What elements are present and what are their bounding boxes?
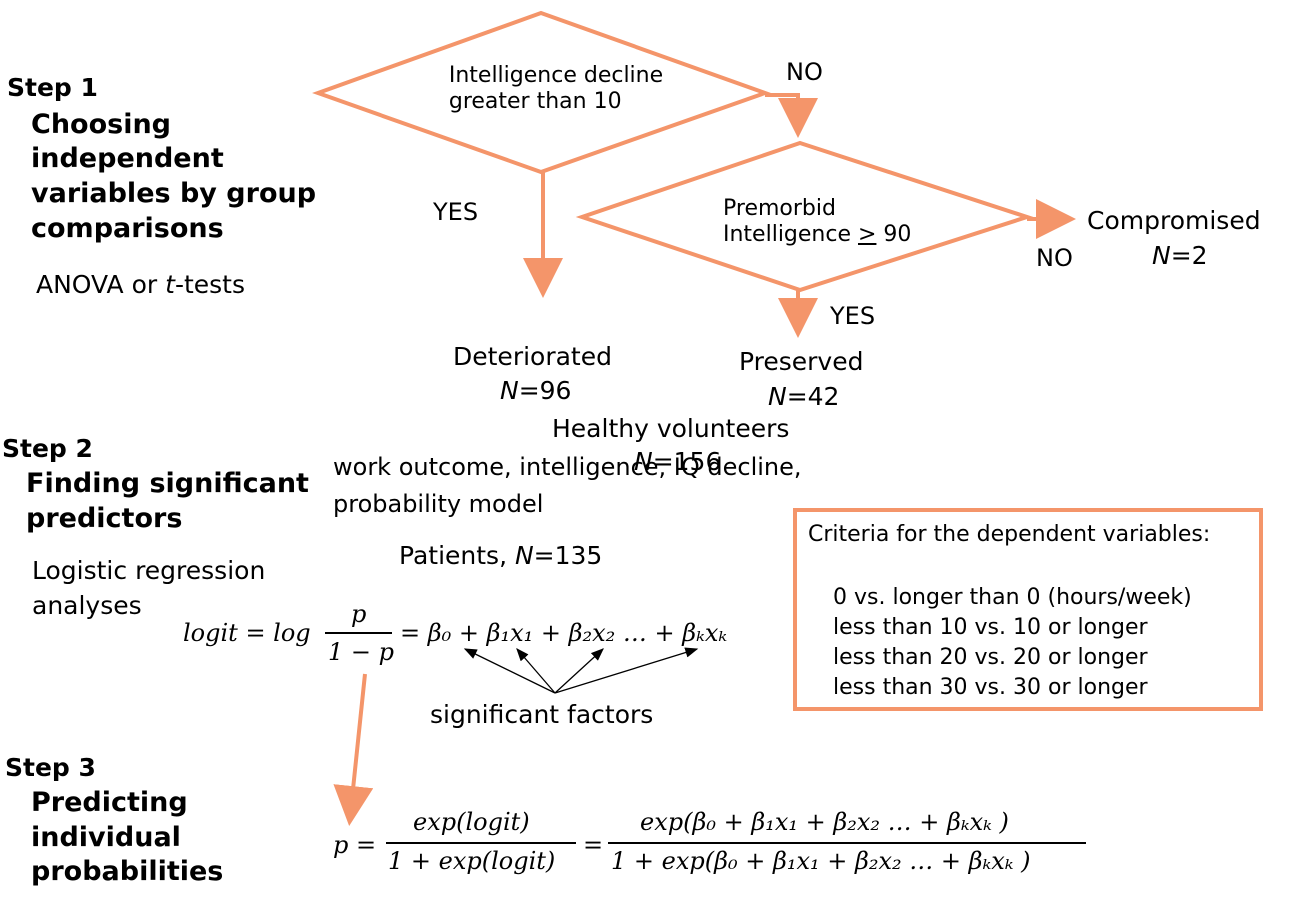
- prob-formula-den1: 1 + exp(logit): [388, 847, 556, 875]
- patients-label: Patients, N=135: [399, 541, 603, 570]
- decision1-text: Intelligence decline greater than 10: [448, 63, 664, 115]
- criteria-item: less than 20 vs. 20 or longer: [833, 645, 1148, 670]
- step2-title-line: Finding significant: [26, 468, 309, 499]
- step2-method-line: Logistic regression: [32, 556, 266, 585]
- prob-fraction-bar-1: [386, 842, 576, 844]
- no-label-1: NO: [786, 58, 823, 86]
- step3-title-line: individual: [31, 822, 181, 853]
- criteria-item: less than 10 vs. 10 or longer: [833, 615, 1148, 640]
- arrow-no-decision2: [765, 93, 818, 138]
- step1-label: Step 1: [7, 73, 98, 102]
- outcome-compromised: Compromised: [1087, 206, 1261, 235]
- outcome-deteriorated: Deteriorated: [453, 342, 612, 371]
- step2-label: Step 2: [2, 434, 93, 463]
- step1-title-line: independent: [31, 143, 224, 174]
- step1-title-line: variables by group: [31, 178, 317, 209]
- step3-title-line: Predicting: [31, 787, 188, 818]
- criteria-item: less than 30 vs. 30 or longer: [833, 675, 1148, 700]
- yes-label-1: YES: [433, 198, 479, 226]
- prob-formula-lhs: p =: [333, 831, 377, 859]
- step1-title-line: Choosing: [31, 109, 172, 140]
- step2-method-line: analyses: [32, 591, 142, 620]
- step3-label: Step 3: [5, 753, 96, 782]
- prob-formula-den2: 1 + exp(β₀ + β₁x₁ + β₂x₂ … + βₖxₖ ): [611, 847, 1031, 875]
- outcome-compromised-n: N=2: [1152, 241, 1208, 270]
- predictors-line: probability model: [333, 490, 544, 518]
- prob-formula-eq: =: [583, 831, 604, 859]
- arrow-logit-to-probability: [333, 673, 374, 826]
- factor-arrow-3: [554, 648, 604, 694]
- prob-formula-num1: exp(logit): [413, 808, 530, 836]
- prob-formula-num2: exp(β₀ + β₁x₁ + β₂x₂ … + βₖxₖ ): [640, 808, 1009, 836]
- logit-formula-lhs: logit = log: [183, 619, 311, 647]
- factor-arrow-2: [516, 648, 556, 694]
- decision2-text: Premorbid Intelligence > 90: [723, 196, 912, 248]
- factor-arrow-4: [554, 647, 699, 694]
- prob-fraction-bar-2: [608, 842, 1086, 844]
- step1-title-line: comparisons: [31, 213, 224, 244]
- healthy-volunteers-n: N=156: [634, 447, 722, 476]
- logit-formula-denominator: 1 − p: [328, 638, 394, 666]
- outcome-preserved-n: N=42: [768, 382, 840, 411]
- step3-title-line: probabilities: [31, 856, 224, 887]
- logit-formula-numerator: p: [351, 600, 367, 628]
- logit-formula-rhs: = β₀ + β₁x₁ + β₂x₂ … + βₖxₖ: [400, 619, 728, 647]
- logit-fraction-bar: [325, 632, 392, 634]
- predictors-line: work outcome, intelligence, IQ decline,: [333, 453, 802, 481]
- factor-arrow-1: [463, 648, 556, 694]
- outcome-preserved: Preserved: [739, 347, 864, 376]
- criteria-title: Criteria for the dependent variables:: [808, 522, 1211, 547]
- significant-factors-label: significant factors: [430, 700, 654, 729]
- yes-label-2: YES: [830, 302, 876, 330]
- no-label-2: NO: [1036, 244, 1073, 272]
- criteria-item: 0 vs. longer than 0 (hours/week): [833, 585, 1192, 610]
- healthy-volunteers-label: Healthy volunteers: [552, 414, 790, 443]
- outcome-deteriorated-n: N=96: [500, 376, 572, 405]
- step1-method: ANOVA or t-tests: [36, 270, 245, 299]
- criteria-box: [793, 508, 1263, 711]
- step2-title-line: predictors: [26, 503, 183, 534]
